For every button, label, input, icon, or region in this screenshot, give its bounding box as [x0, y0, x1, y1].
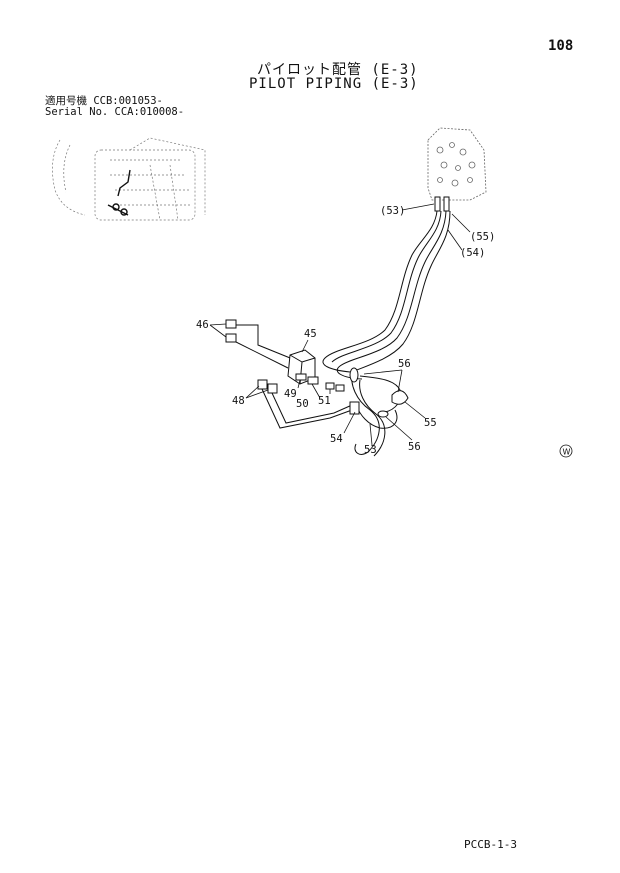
callout-53: 53: [364, 444, 377, 456]
leader-lines: [209, 203, 471, 446]
callout-46: 46: [196, 319, 209, 331]
callout-54: 54: [330, 433, 343, 445]
valve-port-fittings: [434, 196, 450, 212]
callout-45: 45: [304, 328, 317, 340]
callout-48: 48: [232, 395, 245, 407]
w-mark-symbol: W: [559, 444, 573, 458]
callout-51: 51: [318, 395, 331, 407]
callout-53-top: (53): [380, 205, 405, 217]
callout-49: 49: [284, 388, 297, 400]
callout-50: 50: [296, 398, 309, 410]
footer-code: PCCB-1-3: [464, 838, 517, 851]
control-valve-block: [427, 127, 487, 201]
applicable-serial-en: Serial No. CCA:010008-: [45, 106, 185, 118]
thumbnail-highlight: [107, 169, 131, 216]
title-japanese: パイロット配管 (E-3): [257, 62, 419, 78]
callout-55: 55: [424, 417, 437, 429]
callout-54-top: (54): [460, 247, 485, 259]
pilot-hoses: [322, 210, 451, 457]
hose-clamps: [349, 367, 409, 418]
callout-56-b: 56: [408, 441, 421, 453]
applicable-serial-jp: 適用号機 CCB:001053-: [45, 95, 163, 107]
title-english: PILOT PIPING (E-3): [249, 76, 419, 92]
pilot-valve-assembly: [225, 319, 360, 429]
w-mark-letter: W: [563, 448, 571, 457]
machine-location-thumbnail: [52, 137, 206, 221]
callout-55-top: (55): [470, 231, 495, 243]
callout-56-a: 56: [398, 358, 411, 370]
page-number: 108: [548, 38, 574, 54]
